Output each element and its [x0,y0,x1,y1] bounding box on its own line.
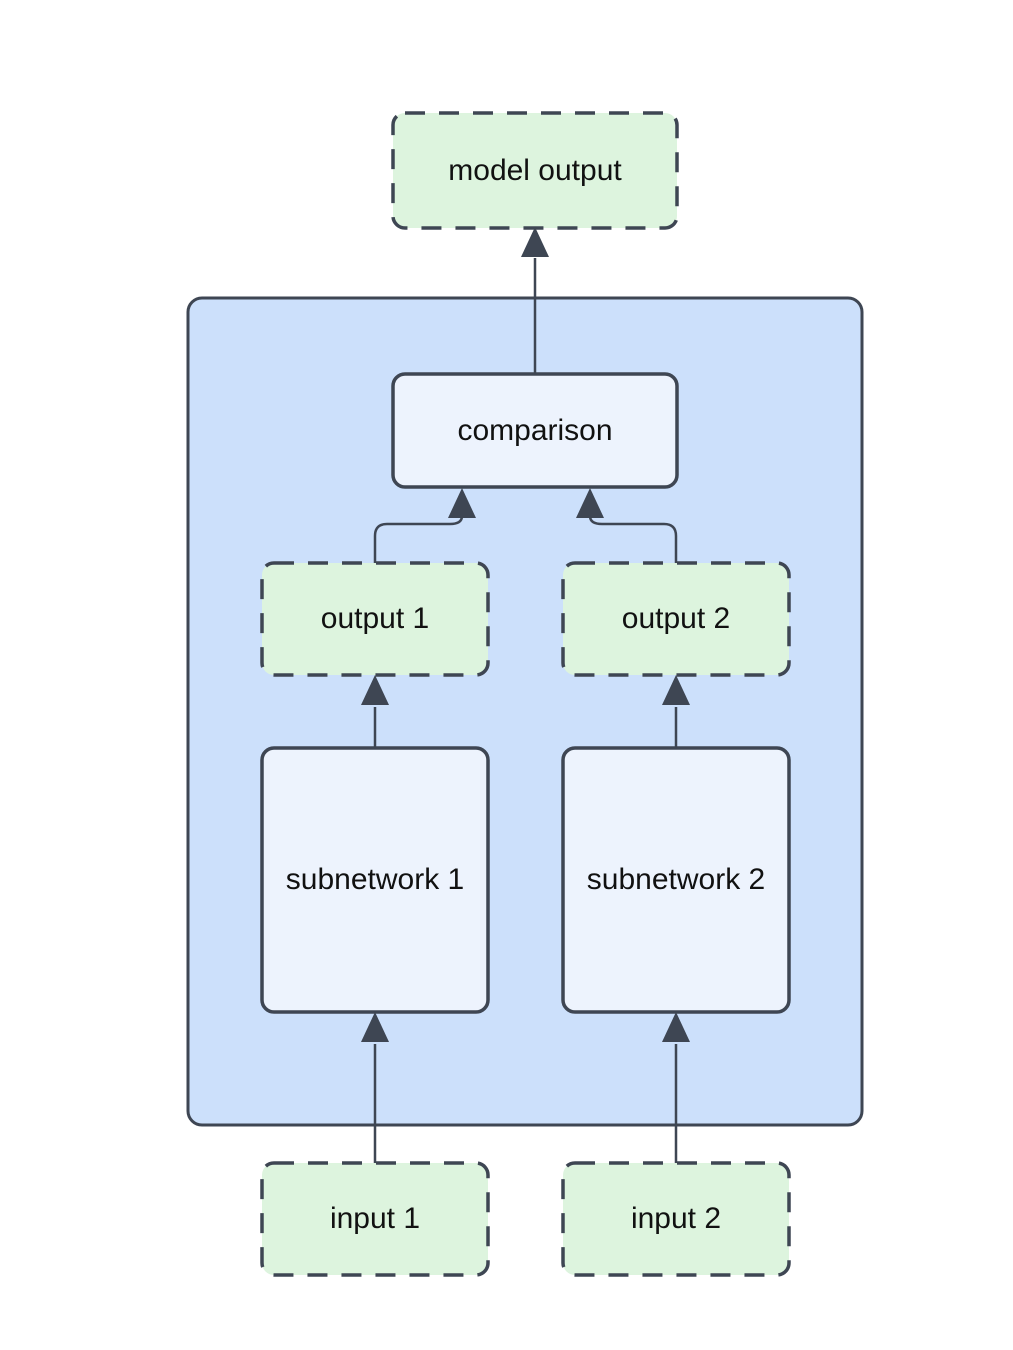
node-output-1 [260,561,490,677]
arrowhead-output1-to-comparison [448,488,476,518]
node-model-output [391,111,679,230]
node-comparison [391,372,679,489]
arrowhead-subnetwork2-to-output2 [662,675,690,705]
arrowhead-comparison-to-model-output [521,227,549,257]
edge-output2-to-comparison [588,515,678,563]
node-input-2 [561,1161,791,1277]
node-output-2 [561,561,791,677]
node-subnetwork-1 [260,746,490,1014]
arrowhead-subnetwork1-to-output1 [361,675,389,705]
node-input-1 [260,1161,490,1277]
arrowhead-output2-to-comparison [576,488,604,518]
arrowhead-input1-to-subnetwork1 [361,1012,389,1042]
edge-output1-to-comparison [373,515,464,563]
node-subnetwork-2 [561,746,791,1014]
arrowhead-input2-to-subnetwork2 [662,1012,690,1042]
